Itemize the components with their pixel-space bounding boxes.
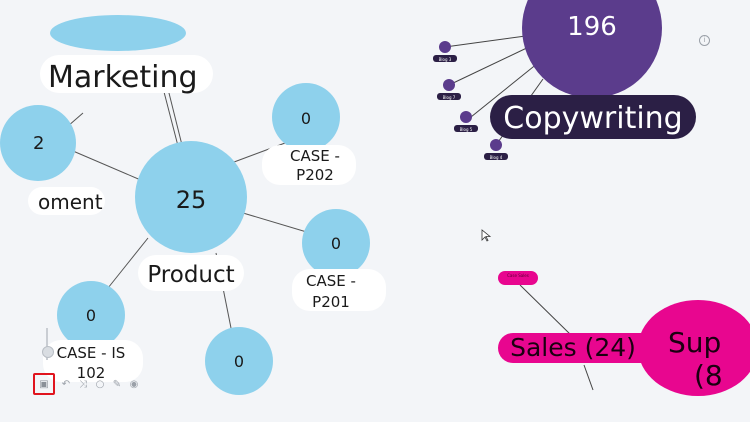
case-p202-value: 0	[301, 109, 311, 128]
support-label-line2: (8	[694, 359, 723, 392]
copywriting-graph-canvas[interactable]: 196 Copywriting Blog 3 Blog 7 Blog 5 Blo…	[398, 0, 712, 173]
left-partial-node[interactable]	[0, 105, 76, 181]
blog-label-2: Blog 7	[443, 95, 456, 100]
blog-label-1: Blog 3	[439, 57, 452, 62]
left-graph-canvas[interactable]: Marketing 2 oment 25 Product 0 CASE - P2…	[0, 15, 398, 395]
info-icon[interactable]: i	[699, 35, 710, 46]
case-is102-label-bg	[43, 340, 143, 382]
dot-icon: ◉	[129, 378, 139, 390]
marketing-label-bg	[40, 55, 213, 93]
copywriting-big-node[interactable]	[522, 0, 662, 98]
picture-button[interactable]: ▣	[33, 373, 55, 395]
product-node-value: 25	[176, 186, 207, 214]
sales-label: Sales (24)	[510, 333, 636, 362]
sales-edges	[519, 284, 594, 391]
undo-button[interactable]: ↶	[60, 378, 72, 390]
blog-node-1[interactable]	[439, 41, 451, 53]
copywriting-label-bg	[490, 95, 696, 139]
case-p201-value: 0	[331, 234, 341, 253]
development-label-bg	[28, 187, 105, 215]
case-is102-value: 0	[86, 306, 96, 325]
graph-toolbar: ▣ ↶ ⤨ ○ ✎ ◉	[33, 372, 140, 396]
copywriting-label: Copywriting	[503, 101, 682, 136]
product-node[interactable]	[135, 141, 247, 253]
zoom-slider-handle[interactable]	[42, 346, 54, 358]
blog-label-bg-4	[484, 153, 508, 160]
support-node[interactable]	[638, 300, 750, 396]
shuffle-icon: ⤨	[79, 378, 87, 390]
case-is102-node[interactable]	[57, 281, 125, 349]
product-label: Product	[147, 262, 234, 288]
case-p201-label-line1: CASE -	[306, 272, 356, 290]
development-label: oment	[38, 190, 103, 214]
shuffle-button[interactable]: ⤨	[77, 378, 89, 390]
product-label-bg	[138, 255, 244, 291]
circle-icon: ○	[95, 378, 105, 390]
case-p201-node[interactable]	[302, 209, 370, 277]
left-graph-panel[interactable]: Marketing 2 oment 25 Product 0 CASE - P2…	[0, 15, 398, 395]
blog-node-4[interactable]	[490, 139, 502, 151]
pin-icon: ✎	[112, 378, 122, 390]
marketing-label: Marketing	[48, 60, 198, 95]
dot-button[interactable]: ◉	[128, 378, 140, 390]
blog-label-bg-3	[454, 125, 478, 132]
undo-icon: ↶	[61, 378, 71, 390]
pin-button[interactable]: ✎	[111, 378, 123, 390]
support-label: Sup	[668, 326, 721, 359]
blog-label-bg-2	[437, 93, 461, 100]
case-p202-node[interactable]	[272, 83, 340, 151]
blog-node-2[interactable]	[443, 79, 455, 91]
case-p202-label-bg	[262, 145, 356, 185]
case-sales-node[interactable]	[498, 271, 538, 285]
blog-node-3[interactable]	[460, 111, 472, 123]
blog-label-4: Blog 4	[490, 155, 503, 160]
case-is102-label-line1: CASE - IS	[57, 344, 126, 362]
blog-label-3: Blog 5	[460, 127, 473, 132]
zoom-slider[interactable]	[42, 328, 54, 360]
picture-icon: ▣	[39, 378, 49, 390]
left-partial-node-value: 2	[33, 133, 44, 154]
bottom-node[interactable]	[205, 327, 273, 395]
circle-button[interactable]: ○	[94, 378, 106, 390]
case-sales-label: Case Sales	[507, 273, 529, 278]
sales-label-bg	[498, 333, 656, 363]
copywriting-big-node-value: 196	[567, 12, 617, 42]
case-p201-label-line2: P201	[312, 293, 350, 311]
zoom-slider-track[interactable]	[46, 328, 48, 360]
top-partial-node[interactable]	[50, 15, 186, 51]
top-right-graph-panel[interactable]: 196 Copywriting Blog 3 Blog 7 Blog 5 Blo…	[398, 0, 712, 173]
sales-graph-canvas[interactable]: Case Sales Sales (24) Sup (8	[398, 255, 750, 396]
case-is102-label-line2: 102	[77, 364, 106, 382]
case-p201-label-bg	[292, 269, 386, 311]
case-p202-label-line1: CASE -	[290, 147, 340, 165]
case-p202-label-line2: P202	[296, 166, 334, 184]
mouse-cursor-icon	[481, 229, 492, 242]
bottom-right-graph-panel[interactable]: Case Sales Sales (24) Sup (8	[398, 255, 750, 396]
blog-label-bg-1	[433, 55, 457, 62]
bottom-node-value: 0	[234, 352, 244, 371]
